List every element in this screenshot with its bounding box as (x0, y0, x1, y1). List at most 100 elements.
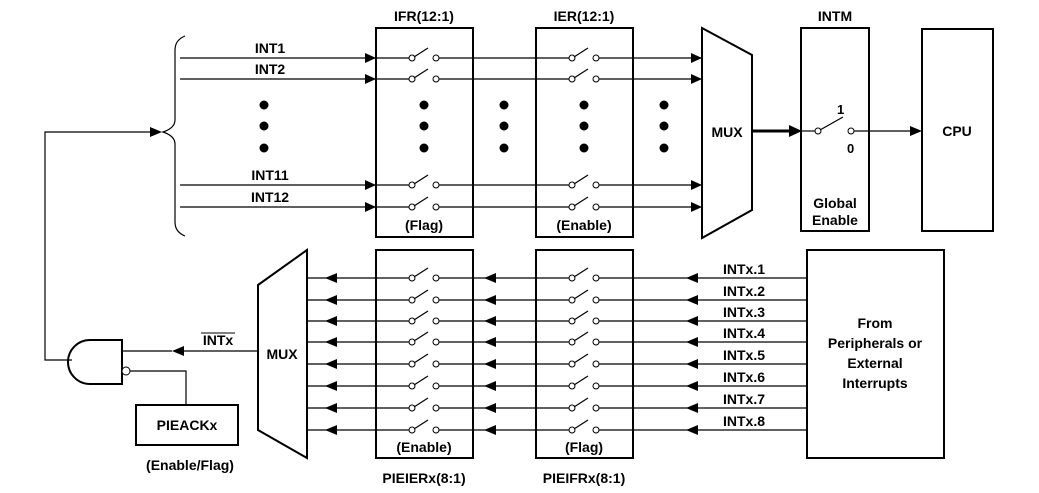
top-wire-arrow-b-3 (365, 202, 376, 212)
piefr-switch-2-blade (573, 310, 589, 321)
pieier-switch-3-contact (432, 338, 440, 346)
bottom-wire-arrow-b-7 (484, 425, 496, 435)
pieier-switch-2-contact (432, 317, 440, 325)
piefr-switch-0-pivot (568, 274, 576, 282)
pieack-caption: (Enable/Flag) (146, 457, 234, 473)
input-brace (161, 35, 186, 237)
ier-switch-2-pivot (568, 181, 576, 189)
cpu-label: CPU (942, 123, 972, 139)
top-wire-arrow-a-0 (691, 53, 702, 63)
pieier-switch-0-blade (413, 267, 429, 278)
bottom-intx-label-0: INTx.1 (723, 261, 765, 277)
ellipsis-dot-4-2 (659, 143, 669, 153)
piefr-switch-0-blade (573, 267, 589, 278)
ier-switch-3-pivot (568, 203, 576, 211)
bottom-intx-labels: INTx.1INTx.2INTx.3INTx.4INTx.5INTx.6INTx… (723, 261, 765, 429)
bottom-mux (257, 248, 308, 460)
intx-signal-label: INTx (203, 332, 234, 348)
pieier-switch-5-pivot (408, 382, 416, 390)
feedback-arrow (150, 127, 162, 137)
bottom-intx-label-4: INTx.5 (723, 347, 765, 363)
pieier-switch-6-contact (432, 404, 440, 412)
intm-switch-pivot (814, 127, 822, 135)
pieier-switch-4-contact (432, 360, 440, 368)
bottom-wire-arrow-c-3 (325, 337, 337, 347)
pieier-switch-0-contact (432, 274, 440, 282)
ellipsis-dot-1-2 (419, 143, 429, 153)
bottom-wire-arrow-c-7 (325, 425, 337, 435)
ier-switch-2-contact (592, 181, 600, 189)
ellipsis-dot-3-0 (579, 100, 589, 110)
top-int-label-3: INT12 (251, 189, 289, 205)
ier-switch-3-contact (592, 203, 600, 211)
ellipsis-dot-2-2 (499, 143, 509, 153)
pieier-switch-1-pivot (408, 296, 416, 304)
intm-pos-1: 1 (837, 102, 844, 117)
piefr-switch-3-blade (573, 331, 589, 342)
top-int-label-2: INT11 (251, 167, 289, 183)
bottom-intx-label-5: INTx.6 (723, 369, 765, 385)
piefr-switch-6-blade (573, 397, 589, 408)
bottom-switches (408, 267, 600, 434)
top-wire-arrow-a-1 (691, 74, 702, 84)
ier-switch-3-blade (573, 196, 589, 207)
bottom-wire-arrow-b-3 (484, 337, 496, 347)
piefr-switch-3-pivot (568, 338, 576, 346)
ellipsis-dot-0-1 (259, 121, 269, 131)
bottom-mux-label: MUX (266, 346, 298, 362)
top-mux (701, 26, 753, 240)
ifr-switch-1-contact (432, 75, 440, 83)
top-wire-arrow-b-0 (365, 53, 376, 63)
bottom-wire-arrow-a-3 (686, 337, 698, 347)
pieier-switch-6-blade (413, 397, 429, 408)
piefr-switch-4-pivot (568, 360, 576, 368)
piefr-switch-6-contact (592, 404, 600, 412)
pieack-label: PIEACKx (157, 417, 218, 433)
source-line-2: Peripherals or (828, 335, 923, 351)
top-switches (408, 47, 600, 211)
intm-switch-contact (847, 127, 855, 135)
bottom-wire-arrow-c-0 (325, 273, 337, 283)
piefr-switch-6-pivot (568, 404, 576, 412)
bottom-intx-label-2: INTx.3 (723, 304, 765, 320)
ellipsis-dot-2-1 (499, 121, 509, 131)
cpu-box (921, 28, 994, 232)
pieier-enable-label: (Enable) (396, 439, 451, 455)
global-enable-label-1: Global (813, 195, 857, 211)
top-wire-arrow-a-3 (691, 202, 702, 212)
piefr-title: PIEIFRx(8:1) (543, 470, 625, 486)
bottom-wire-arrow-a-7 (686, 425, 698, 435)
source-line-4: Interrupts (842, 375, 908, 391)
ifr-box (375, 27, 474, 238)
bottom-intx-label-1: INTx.2 (723, 283, 765, 299)
bottom-wire-arrow-b-4 (484, 359, 496, 369)
ellipsis-dot-0-0 (259, 100, 269, 110)
ier-switch-1-pivot (568, 75, 576, 83)
bottom-intx-label-3: INTx.4 (723, 325, 765, 341)
bottom-wire-arrow-c-6 (325, 403, 337, 413)
pieack-inverter-bubble (121, 366, 131, 376)
bottom-wire-arrow-a-5 (686, 381, 698, 391)
ifr-switch-1-blade (413, 68, 429, 79)
bottom-wire-arrow-b-5 (484, 381, 496, 391)
global-enable-label-2: Enable (812, 212, 858, 228)
ifr-switch-3-pivot (408, 203, 416, 211)
pieier-switch-4-blade (413, 353, 429, 364)
ier-box (535, 27, 634, 238)
piefr-switch-1-contact (592, 296, 600, 304)
top-wire-arrow-b-2 (365, 180, 376, 190)
piefr-flag-label: (Flag) (565, 439, 603, 455)
intm-to-cpu-arrow (910, 126, 922, 136)
intm-switch-blade (819, 116, 844, 131)
pieier-switch-1-blade (413, 289, 429, 300)
ellipsis-dot-4-1 (659, 121, 669, 131)
piefr-switch-0-contact (592, 274, 600, 282)
piefr-switch-5-pivot (568, 382, 576, 390)
ier-switch-0-blade (573, 47, 589, 58)
piefr-switch-5-blade (573, 375, 589, 386)
ellipsis-dot-0-2 (259, 143, 269, 153)
piefr-switch-5-contact (592, 382, 600, 390)
ier-title: IER(12:1) (554, 8, 615, 24)
piefr-switch-2-contact (592, 317, 600, 325)
